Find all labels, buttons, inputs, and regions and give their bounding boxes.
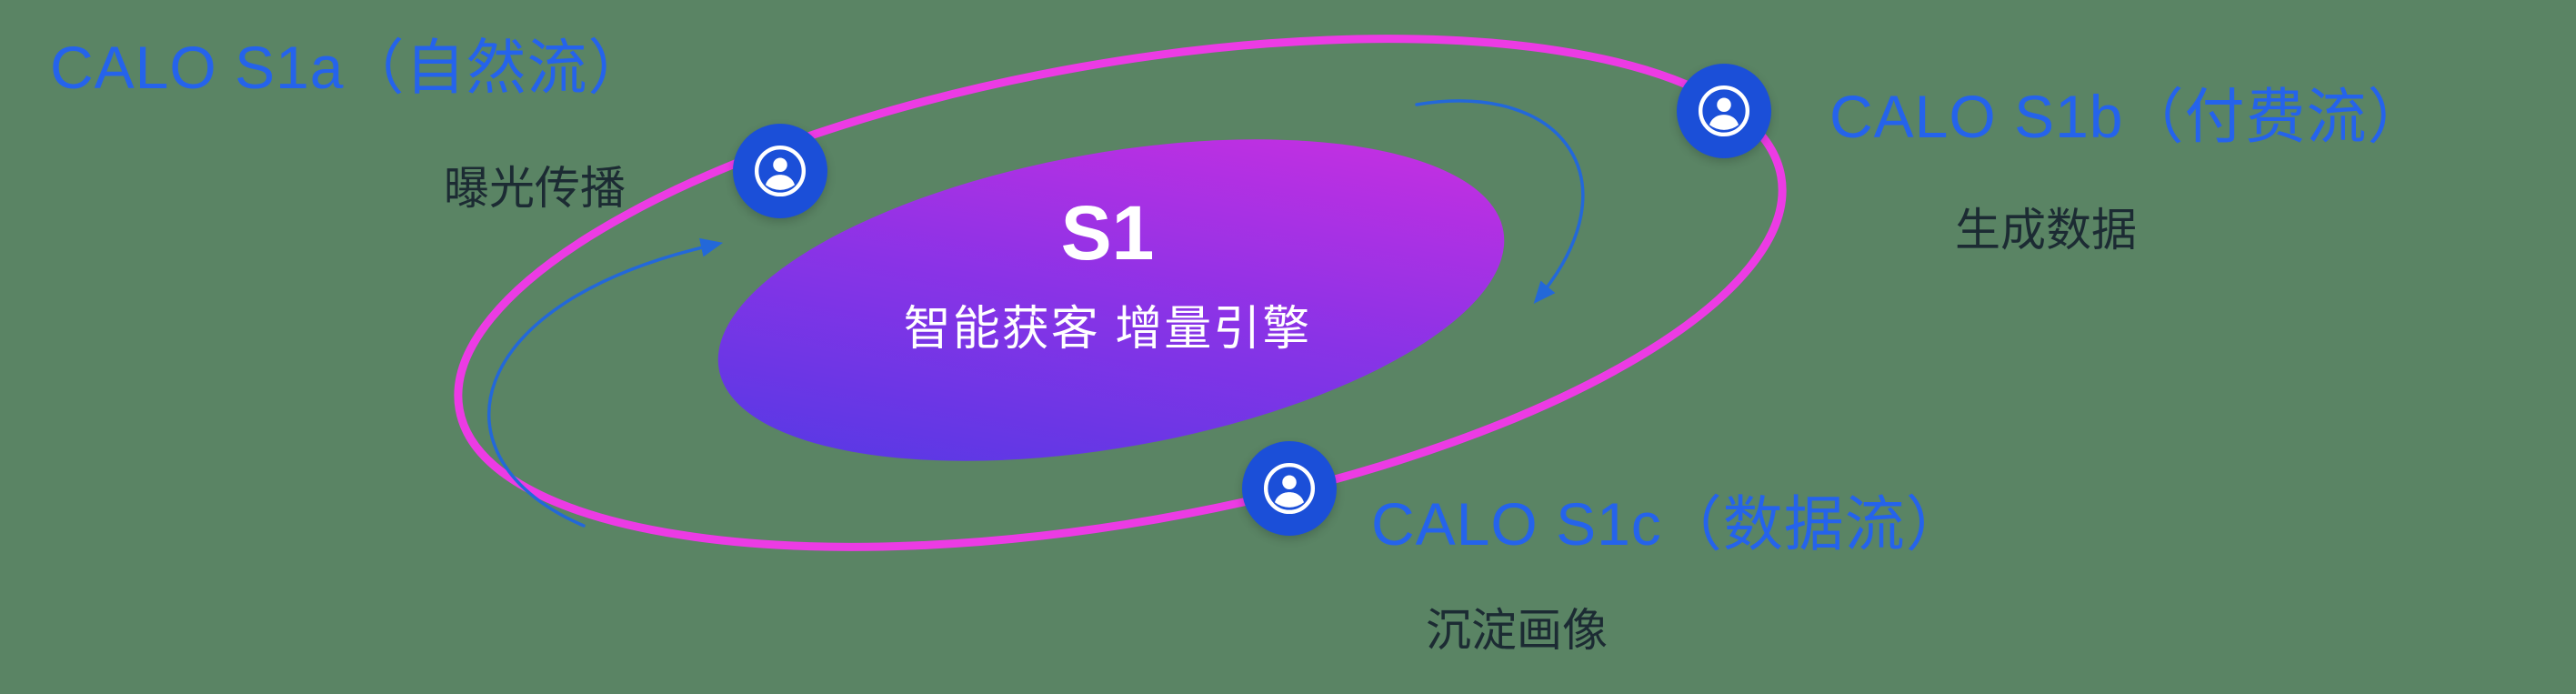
- node-s1c: [1242, 441, 1337, 536]
- user-badge-icon: [752, 143, 808, 199]
- sublabel-s1c: 沉淀画像: [1426, 605, 1608, 656]
- user-badge-icon: [1261, 460, 1318, 517]
- core-ellipse: [717, 139, 1505, 461]
- label-s1c: CALO S1c（数据流）: [1371, 490, 1967, 558]
- flow-arrow-left: [487, 237, 724, 528]
- node-s1a: [733, 124, 827, 218]
- user-badge-icon: [1696, 83, 1752, 139]
- core-subtitle: 智能获客 增量引擎: [903, 302, 1312, 356]
- orbit-ring: [454, 35, 1787, 551]
- node-s1b: [1677, 64, 1771, 158]
- label-s1a: CALO S1a（自然流）: [50, 34, 649, 101]
- sublabel-s1b: 生成数据: [1955, 205, 2137, 256]
- flow-arrow-right: [1415, 99, 1585, 305]
- core-text: S1 智能获客 增量引擎: [904, 189, 1311, 358]
- core-title: S1: [1060, 190, 1155, 276]
- sublabel-s1a: 曝光传播: [444, 163, 626, 214]
- label-s1b: CALO S1b（付费流）: [1829, 83, 2429, 150]
